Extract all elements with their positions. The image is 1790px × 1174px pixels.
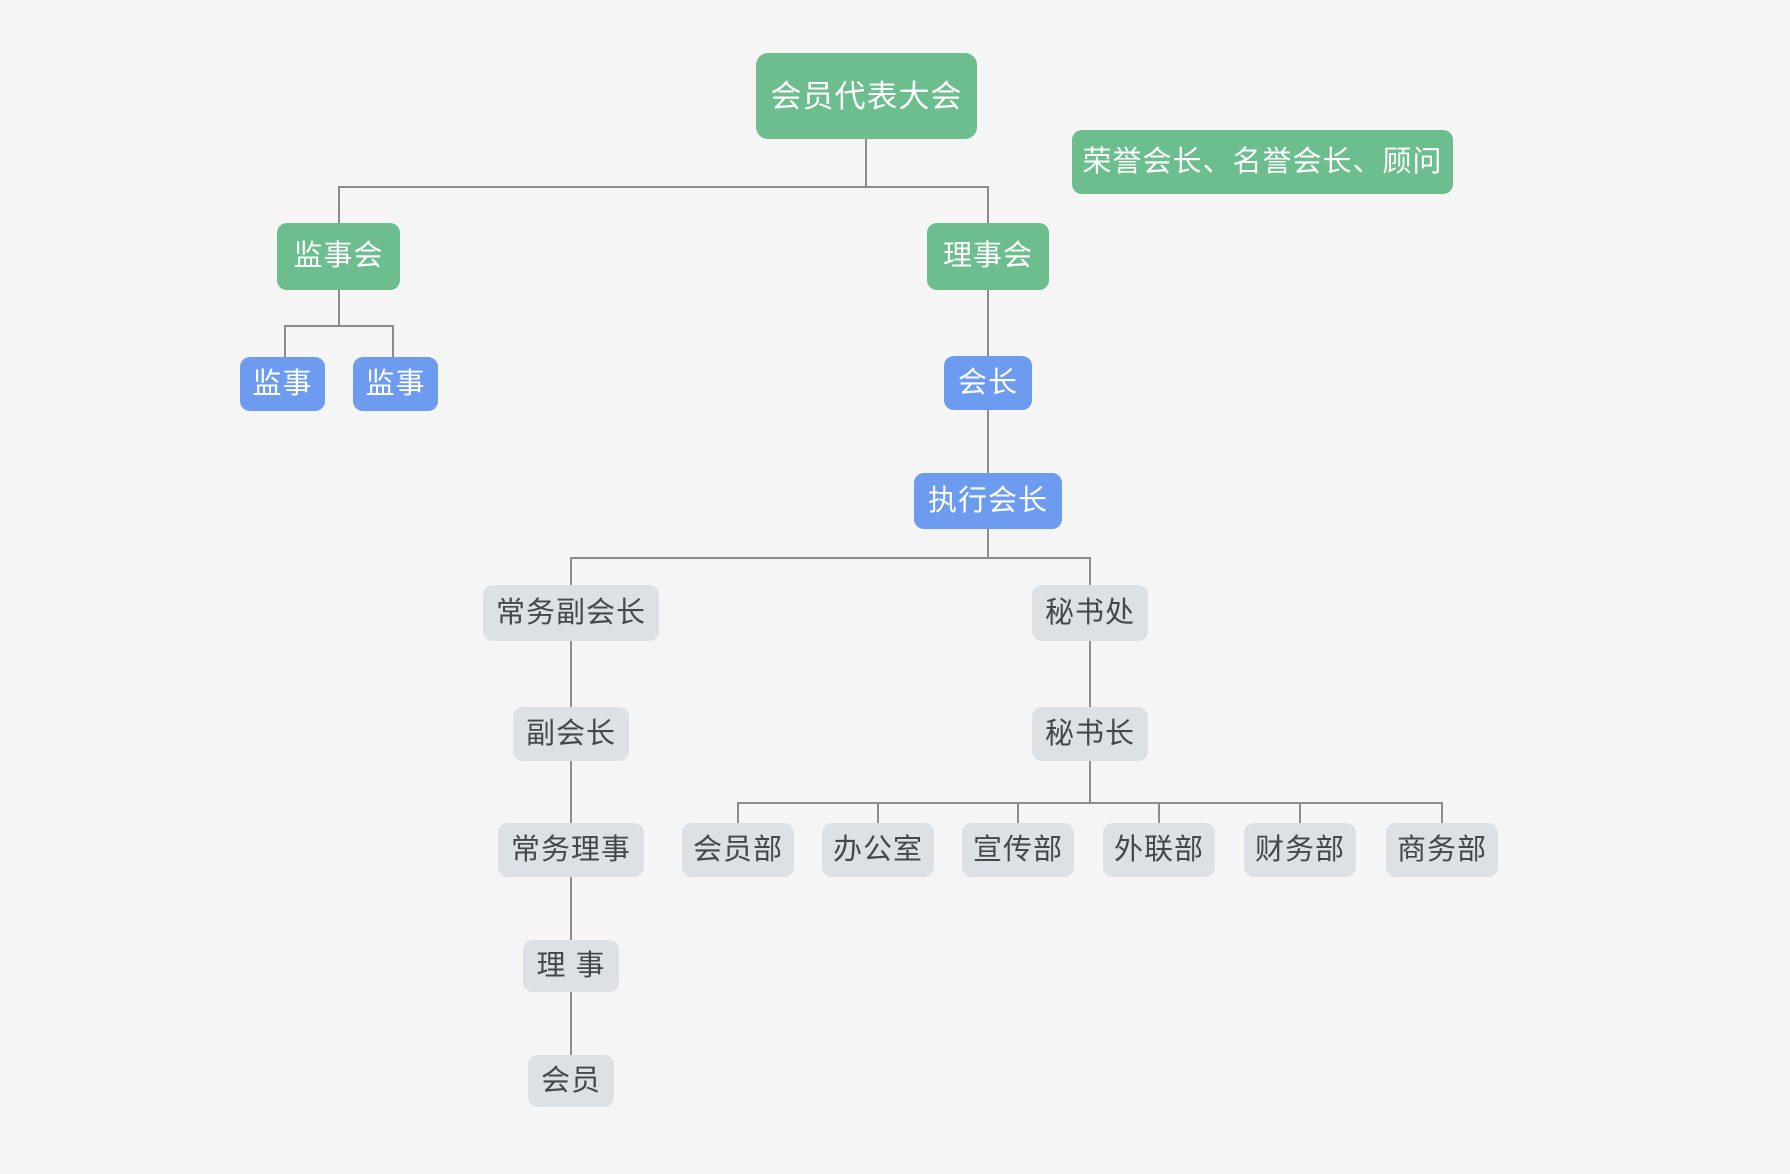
connector-vline (1158, 802, 1160, 823)
org-node-dept-liaison[interactable]: 外联部 (1103, 823, 1215, 877)
connector-hline (570, 557, 1091, 559)
org-node-supervisor-2[interactable]: 监事 (353, 357, 438, 411)
org-node-executive-president[interactable]: 执行会长 (914, 473, 1062, 529)
org-node-dept-publicity[interactable]: 宣传部 (962, 823, 1074, 877)
org-node-honorary[interactable]: 荣誉会长、名誉会长、顾问 (1072, 130, 1453, 194)
connector-vline (987, 290, 989, 356)
connector-hline (338, 186, 989, 188)
org-node-board[interactable]: 理事会 (927, 223, 1049, 290)
org-node-supervisor-1[interactable]: 监事 (240, 357, 325, 411)
connector-vline (1017, 802, 1019, 823)
connector-vline (987, 410, 989, 473)
connector-vline (987, 529, 989, 557)
org-node-assembly[interactable]: 会员代表大会 (756, 53, 977, 139)
org-node-supervisory-board[interactable]: 监事会 (277, 223, 400, 290)
connector-vline (570, 761, 572, 823)
org-node-dept-business[interactable]: 商务部 (1386, 823, 1498, 877)
connector-vline (1089, 641, 1091, 707)
org-node-director[interactable]: 理 事 (523, 940, 619, 992)
connector-vline (877, 802, 879, 823)
connector-vline (570, 877, 572, 940)
connector-vline (1089, 557, 1091, 585)
connector-vline (737, 802, 739, 823)
connector-vline (570, 641, 572, 707)
org-node-standing-director[interactable]: 常务理事 (498, 823, 644, 877)
connector-hline (737, 802, 1443, 804)
org-node-secretariat[interactable]: 秘书处 (1032, 585, 1148, 641)
connector-vline (1441, 802, 1443, 823)
org-node-vice-president[interactable]: 副会长 (513, 707, 629, 761)
org-node-dept-office[interactable]: 办公室 (822, 823, 934, 877)
org-node-dept-finance[interactable]: 财务部 (1244, 823, 1356, 877)
connector-vline (392, 325, 394, 357)
org-node-member[interactable]: 会员 (528, 1055, 614, 1107)
connector-vline (570, 992, 572, 1055)
org-node-standing-vice-president[interactable]: 常务副会长 (483, 585, 659, 641)
connector-vline (987, 186, 989, 223)
connector-vline (338, 290, 340, 325)
org-node-dept-membership[interactable]: 会员部 (682, 823, 794, 877)
connector-vline (1089, 761, 1091, 802)
connector-vline (338, 186, 340, 223)
org-node-secretary-general[interactable]: 秘书长 (1032, 707, 1148, 761)
connector-vline (284, 325, 286, 357)
org-node-president[interactable]: 会长 (944, 356, 1032, 410)
connector-vline (865, 139, 867, 186)
connector-hline (284, 325, 394, 327)
connector-vline (1299, 802, 1301, 823)
connector-vline (570, 557, 572, 585)
